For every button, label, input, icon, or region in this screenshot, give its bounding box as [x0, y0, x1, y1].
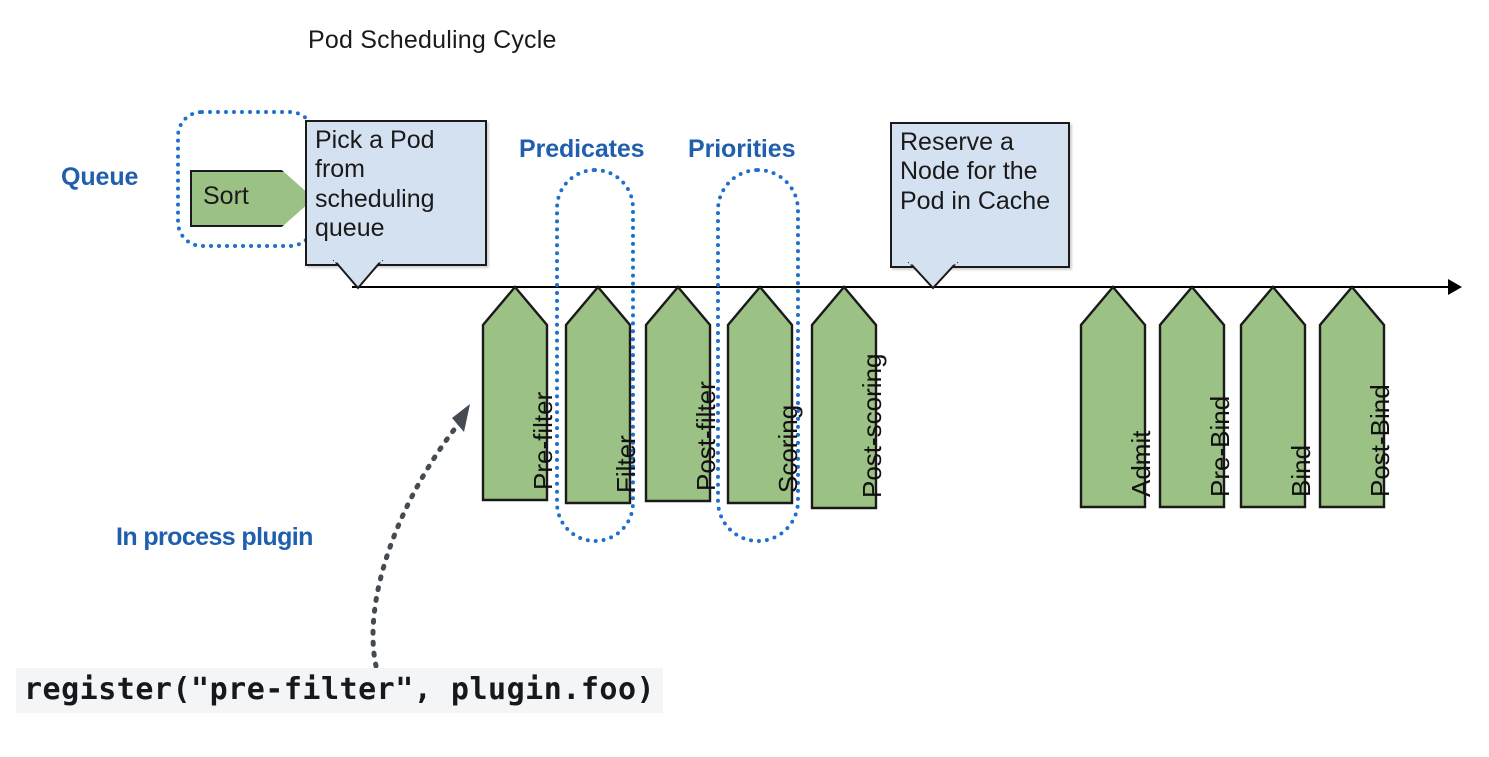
- label-queue: Queue: [61, 163, 139, 191]
- stage-post-filter-label: Post-filter: [691, 381, 721, 491]
- label-priorities: Priorities: [688, 135, 796, 163]
- stage-filter-label: Filter: [611, 435, 641, 493]
- group-priorities-boundary: [716, 168, 800, 543]
- label-predicates: Predicates: [519, 135, 645, 163]
- callout-pick-a-pod-tail-icon: [332, 260, 384, 290]
- timeline-axis: [352, 286, 1458, 288]
- stage-pre-filter-label: Pre-filter: [528, 391, 558, 490]
- stage-post-bind-label: Post-Bind: [1365, 384, 1395, 497]
- group-predicates-boundary: [555, 168, 635, 543]
- stage-sort-label: Sort: [203, 182, 249, 210]
- code-snippet-register: register("pre-filter", plugin.foo): [16, 668, 664, 713]
- plugin-registration-arrow-icon: [370, 404, 470, 669]
- timeline-arrowhead-icon: [1448, 279, 1462, 295]
- stage-pre-bind-label: Pre-Bind: [1205, 395, 1235, 497]
- stage-scoring-label: Scoring: [773, 404, 803, 493]
- label-in-process-plugin: In process plugin: [116, 523, 313, 551]
- stage-post-scoring-label: Post-scoring: [857, 353, 887, 499]
- callout-reserve-node: Reserve a Node for the Pod in Cache: [890, 122, 1070, 268]
- stage-bind-label: Bind: [1286, 444, 1316, 497]
- callout-reserve-node-tail-icon: [907, 262, 959, 290]
- stage-admit-label: Admit: [1126, 430, 1156, 497]
- callout-pick-a-pod: Pick a Pod from scheduling queue: [305, 120, 487, 266]
- page-title: Pod Scheduling Cycle: [308, 26, 557, 54]
